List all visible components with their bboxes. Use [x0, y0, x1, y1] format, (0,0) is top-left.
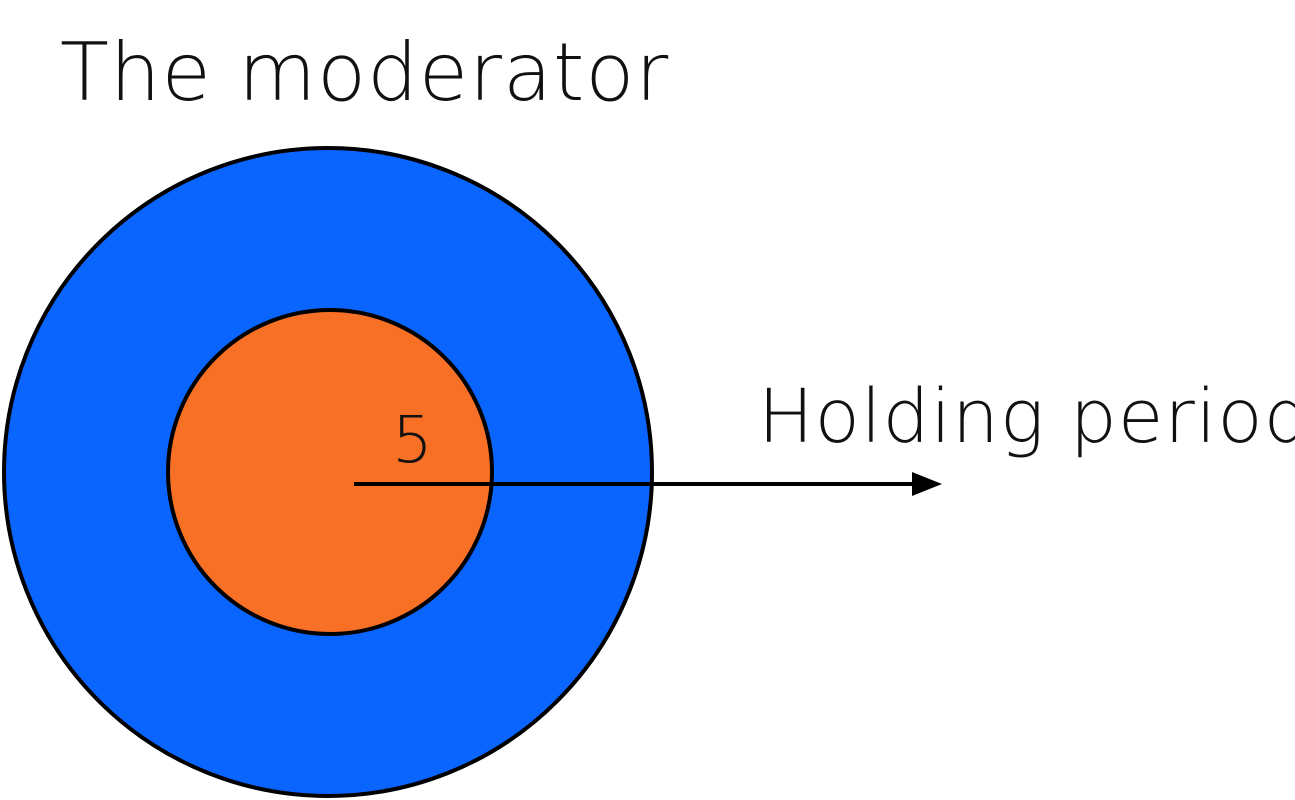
inner-circle [166, 308, 494, 636]
arrowhead-icon [912, 472, 942, 496]
diagram-title: The moderator [60, 26, 669, 119]
arrow-label: Holding period [758, 374, 1295, 460]
value-label: 5 [392, 404, 433, 478]
